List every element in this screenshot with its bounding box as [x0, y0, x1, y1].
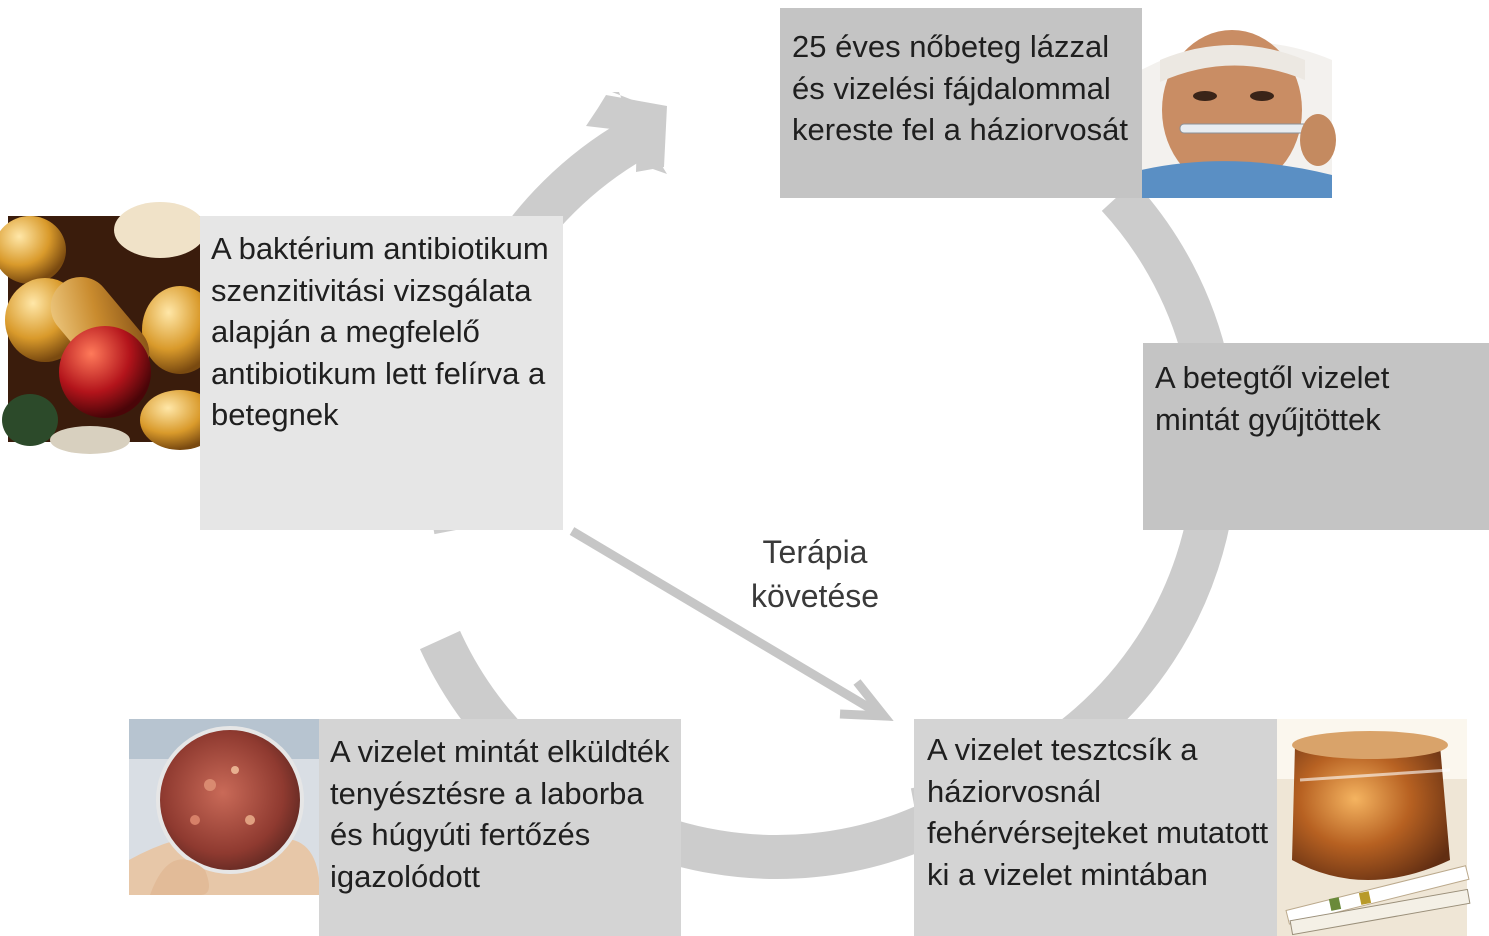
- pills-photo: [0, 202, 220, 454]
- step-bottom-right-box: A vizelet tesztcsík a háziorvosnál fehér…: [914, 719, 1277, 936]
- step-left-text: A baktérium antibiotikum szenzitivitási …: [211, 231, 549, 432]
- urine-test-strip-photo: [1277, 719, 1471, 936]
- step-bottom-left-text: A vizelet mintát elküldték tenyésztésre …: [330, 734, 670, 894]
- therapy-arrowhead-icon: [839, 679, 894, 721]
- therapy-arrow: [569, 527, 894, 721]
- petri-dish-photo: [129, 719, 320, 895]
- step-left-box: A baktérium antibiotikum szenzitivitási …: [200, 216, 563, 530]
- step-top-box: 25 éves nőbeteg lázzal és vizelési fájda…: [780, 8, 1142, 198]
- step-bottom-right-text: A vizelet tesztcsík a háziorvosnál fehér…: [927, 732, 1269, 892]
- step-right-text: A betegtől vizelet mintát gyűjtöttek: [1155, 360, 1390, 437]
- center-label-line2: követése: [750, 578, 880, 614]
- center-label: Terápia követése: [710, 530, 920, 618]
- step-top-text: 25 éves nőbeteg lázzal és vizelési fájda…: [792, 29, 1129, 147]
- step-right-box: A betegtől vizelet mintát gyűjtöttek: [1143, 343, 1489, 530]
- step-bottom-left-box: A vizelet mintát elküldték tenyésztésre …: [319, 719, 681, 936]
- patient-thermometer-photo: [1141, 8, 1336, 198]
- center-label-line1: Terápia: [762, 534, 868, 570]
